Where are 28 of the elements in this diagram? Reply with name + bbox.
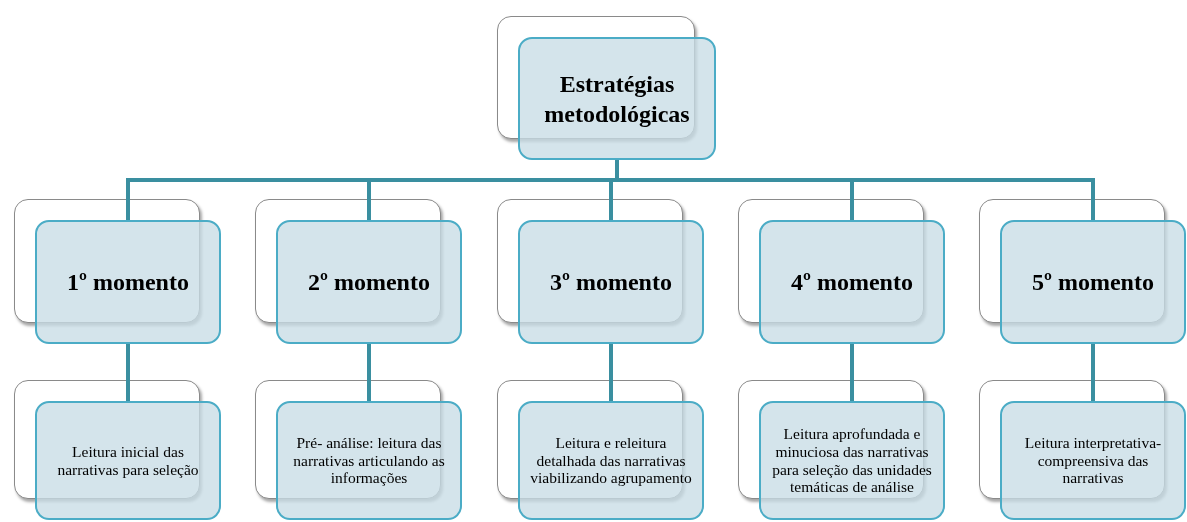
process-box <box>759 401 945 520</box>
box-heading: 2º momento <box>308 268 430 297</box>
process-box <box>1000 220 1186 344</box>
process-box <box>759 220 945 344</box>
process-box <box>276 401 462 520</box>
box-heading: 3º momento <box>550 268 672 297</box>
connector-line <box>367 344 371 401</box>
connector-line <box>126 344 130 401</box>
box-text: Leitura aprofundada e minuciosa das narrativas para seleção das unidades temáticas de análise <box>771 424 933 497</box>
process-box <box>35 220 221 344</box>
box-heading: 4º momento <box>791 268 913 297</box>
process-box <box>1000 401 1186 520</box>
connector-line <box>1091 344 1095 401</box>
connector-line <box>850 344 854 401</box>
process-box <box>518 401 704 520</box>
process-box <box>35 401 221 520</box>
process-box <box>276 220 462 344</box>
box-text: Leitura inicial das narrativas para seleção <box>56 442 200 479</box>
box-text: Leitura e releitura detalhada das narrativas viabilizando agrupamento <box>529 433 693 488</box>
connector-line <box>609 344 613 401</box>
process-box <box>518 37 716 160</box>
box-heading: 5º momento <box>1032 268 1154 297</box>
process-box <box>518 220 704 344</box>
box-heading: 1º momento <box>67 268 189 297</box>
connector-line <box>615 160 1095 220</box>
box-text: Leitura interpretativa-compreensiva das narrativas <box>1023 433 1163 488</box>
box-text: Pré- análise: leitura das narrativas articulando as informações <box>292 433 446 488</box>
box-heading: Estratégias metodológicas <box>543 69 691 129</box>
